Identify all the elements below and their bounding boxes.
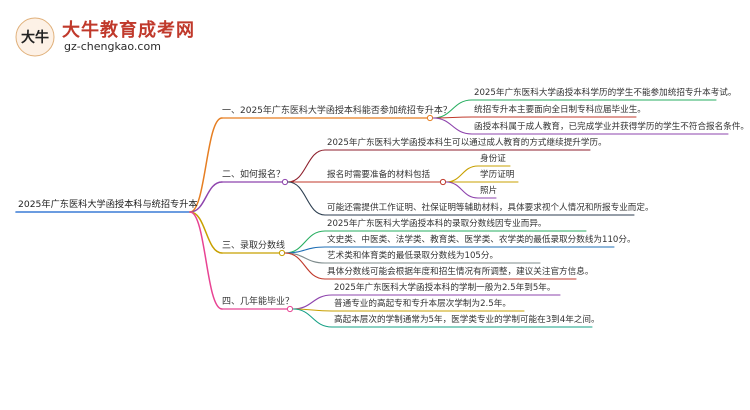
branch-3-leaf-3[interactable]: 艺术类和体育类的最低录取分数线为105分。 — [327, 251, 499, 261]
branch-2-leaf-1[interactable]: 2025年广东医科大学函授本科生可以通过成人教育的方式继续提升学历。 — [327, 138, 607, 148]
branch-3-leaf-3-connector — [284, 252, 326, 264]
branch-2-sub-1[interactable]: 身份证 — [480, 154, 506, 164]
branch-2-leaf-2[interactable]: 报名时需要准备的材料包括 — [327, 170, 431, 180]
branch-4-leaf-1[interactable]: 2025年广东医科大学函授本科的学制一般为2.5年到5年。 — [334, 283, 556, 293]
branch-2-sub-node-dot — [439, 178, 447, 186]
branch-3-connector — [189, 211, 223, 254]
branch-2-leaf-1-connector — [287, 149, 326, 183]
branch-2-leaf-3[interactable]: 可能还需提供工作证明、社保证明等辅助材料，具体要求视个人情况和所报专业而定。 — [327, 203, 654, 213]
branch-2-sub-1-connector — [445, 165, 479, 183]
branch-1-connector — [189, 117, 223, 213]
branch-3-leaf-4[interactable]: 具体分数线可能会根据年度和招生情况有所调整，建议关注官方信息。 — [327, 267, 594, 277]
branch-2-sub-3-connector — [445, 181, 479, 199]
branch-4-connector — [189, 211, 223, 310]
branch-4-leaf-3[interactable]: 高起本层次的学制通常为5年，医学类专业的学制可能在3到4年之间。 — [334, 315, 600, 325]
branch-3-leaf-1[interactable]: 2025年广东医科大学函授本科的录取分数线因专业而异。 — [327, 219, 547, 229]
branch-1-leaf-3[interactable]: 函授本科属于成人教育，已完成学业并获得学历的学生不符合报名条件。 — [474, 122, 750, 132]
logo-url: gz-chengkao.com — [64, 40, 161, 53]
site-logo[interactable]: 大牛 大牛教育成考网 gz-chengkao.com — [14, 14, 204, 60]
branch-2-sub-3[interactable]: 照片 — [480, 186, 498, 196]
branch-2-label[interactable]: 二、如何报名？ — [222, 170, 286, 180]
branch-3-leaf-2[interactable]: 文史类、中医类、法学类、教育类、医学类、农学类的最低录取分数线为110分。 — [327, 235, 636, 245]
root-node[interactable]: 2025年广东医科大学函授本科与统招专升本 — [18, 199, 198, 210]
branch-4-leaf-1-connector — [292, 294, 333, 310]
branch-1-leaf-2[interactable]: 统招专升本主要面向全日制专科应届毕业生。 — [474, 105, 646, 115]
branch-2-leaf-3-connector — [287, 181, 326, 216]
branch-2-connector — [189, 181, 223, 213]
branch-4-label[interactable]: 四、几年能毕业？ — [222, 297, 295, 307]
logo-title: 大牛教育成考网 — [62, 20, 195, 41]
branch-1-leaf-1[interactable]: 2025年广东医科大学函授本科学历的学生不能参加统招专升本考试。 — [474, 88, 737, 98]
branch-1-leaf-3-connector — [432, 117, 473, 135]
branch-1-label[interactable]: 一、2025年广东医科大学函授本科能否参加统招专升本？ — [222, 106, 452, 116]
logo-mark-icon: 大牛 — [15, 17, 55, 57]
branch-3-label[interactable]: 三、录取分数线 — [222, 241, 286, 251]
svg-text:大牛: 大牛 — [21, 29, 49, 46]
branch-2-sub-2[interactable]: 学历证明 — [480, 170, 515, 180]
branch-3-leaf-4-connector — [284, 252, 326, 280]
branch-4-leaf-3-connector — [292, 308, 333, 328]
branch-4-leaf-2[interactable]: 普通专业的高起专和专升本层次学制为2.5年。 — [334, 299, 511, 309]
